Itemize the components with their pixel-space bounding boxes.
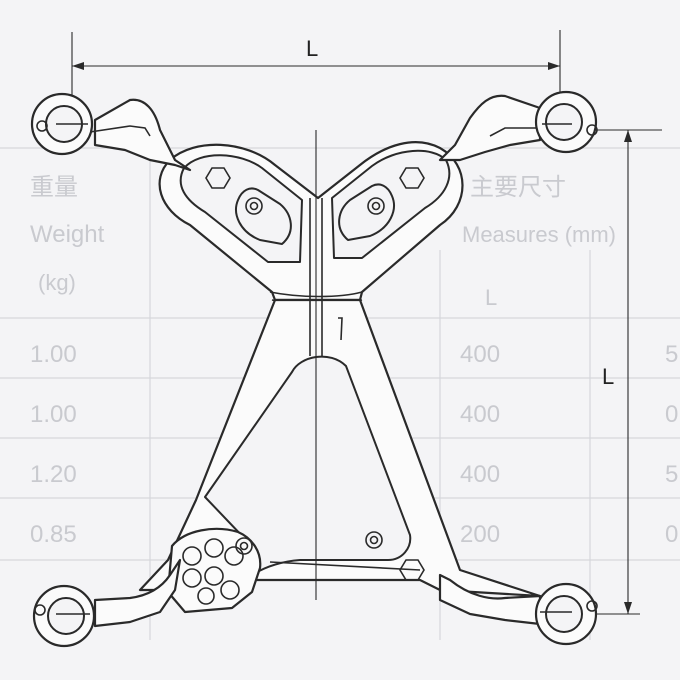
bg-row-2-weight: 1.00 — [30, 401, 77, 428]
bolt-lower-right-inner — [369, 535, 379, 545]
bg-col-label: L — [485, 285, 497, 310]
bg-header-cn-left: 重量 — [30, 174, 78, 201]
bg-header-en-left: Weight — [30, 221, 105, 248]
bolt-upper-left-inner — [249, 201, 259, 211]
bg-row-2-code: 0 — [665, 401, 678, 428]
bolt-lower-left — [235, 537, 253, 555]
waist-band — [269, 291, 363, 298]
hex-bolt-upper-right — [399, 167, 425, 189]
spacer-frame — [138, 130, 542, 614]
damper-ball-3 — [224, 546, 244, 566]
clamp-pin-upper-left — [36, 120, 48, 132]
left-slot — [235, 187, 292, 245]
clamp-pin-lower-left — [34, 604, 46, 616]
bg-header-en-right: Measures (mm) — [462, 222, 616, 247]
arm-upper-right — [438, 90, 598, 162]
dimension-label-horizontal: L — [306, 36, 318, 61]
bg-row-4-length: 200 — [460, 521, 500, 548]
damper-ball-2 — [204, 538, 224, 558]
bg-row-3-weight: 1.20 — [30, 461, 77, 488]
bg-row-4-code: 0 — [665, 521, 678, 548]
background-table: 重量 主要尺寸 Weight Measures (mm) (kg) L 1.00… — [0, 147, 680, 640]
hex-bolt-lower-right — [399, 559, 425, 581]
bolt-lower-right — [365, 531, 383, 549]
bolt-upper-right-inner — [371, 201, 381, 211]
dimension-horizontal: L — [71, 30, 561, 112]
bg-row-1-weight: 1.00 — [30, 341, 77, 368]
bolt-lower-left-inner — [239, 541, 249, 551]
arm-lower-left — [32, 558, 182, 648]
damper-ball-4 — [182, 568, 202, 588]
bg-row-1-length: 400 — [460, 341, 500, 368]
bg-row-3-code: 5 — [665, 461, 678, 488]
clamp-pin-lower-right — [586, 600, 598, 612]
bg-row-1-code: 5 — [665, 341, 678, 368]
dimension-vertical: L — [590, 129, 662, 615]
bg-row-2-length: 400 — [460, 401, 500, 428]
bg-row-3-length: 400 — [460, 461, 500, 488]
bg-unit-left: (kg) — [38, 270, 76, 295]
bolt-upper-right — [367, 197, 385, 215]
bg-row-4-weight: 0.85 — [30, 521, 77, 548]
clamp-pin-upper-right — [586, 124, 598, 136]
bg-header-cn-right: 主要尺寸 — [470, 174, 566, 201]
damper-ball-1 — [182, 546, 202, 566]
bolt-upper-left — [245, 197, 263, 215]
damper-ball-6 — [220, 580, 240, 600]
dimension-label-vertical: L — [602, 364, 614, 389]
damper-ball-7 — [197, 587, 215, 605]
damper-ball-5 — [204, 566, 224, 586]
arm-upper-left — [30, 92, 192, 172]
arm-lower-right — [438, 573, 598, 646]
lower-left-clamp-plate — [166, 527, 262, 614]
hex-bolt-upper-left — [205, 167, 231, 189]
